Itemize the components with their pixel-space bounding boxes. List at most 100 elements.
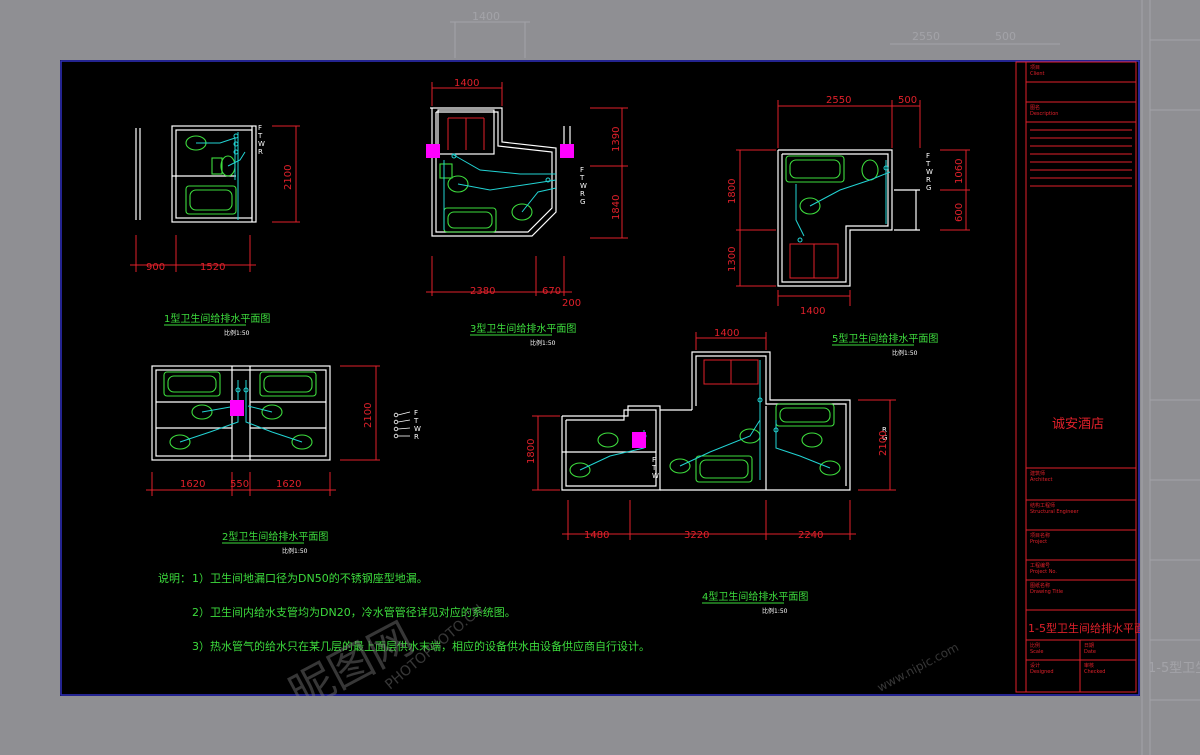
watermark-site: www.nipic.com [875,640,961,695]
riser-label-t: T [579,174,585,182]
tb-label-desc: Description [1030,111,1058,117]
plan5-scale: 比例1:50 [892,349,918,357]
plan-1: F T W R 2100 900 1520 1型卫生间给排水平面图 比例1:50 [130,124,300,337]
drawing-title: 1-5型卫生间给排水平面图 [1028,621,1140,635]
tb-label-checked: Checked [1084,669,1105,675]
plan-5: F T W R G 2550 500 1800 1060 600 1300 14… [727,95,970,357]
plan4-dim-2100: 2100 [878,431,889,456]
plan2-dim-1620-right: 1620 [276,479,301,490]
plan2-title: 2型卫生间给排水平面图 [222,530,328,543]
plan4-title: 4型卫生间给排水平面图 [702,590,808,603]
plan5-title: 5型卫生间给排水平面图 [832,332,938,345]
tb-label-projno-cn: 工程编号 [1030,562,1050,569]
ghost-title-fragment: 1-5型卫生 [1148,661,1200,676]
tb-label-projno: Project No. [1030,569,1057,575]
note-item-3: 3）热水管气的给水只在某几层的最上面层供水末端，相应的设备供水由设备供应商自行设… [192,639,650,653]
plan2-scale: 比例1:50 [282,547,308,555]
plan4-dim-3220: 3220 [684,530,709,541]
plan1-dim-1520: 1520 [200,262,225,273]
plan-2: F T W R 2100 1620 550 1620 2型卫生间给排水平面图 比… [146,365,421,555]
plan2-dim-1620-left: 1620 [180,479,205,490]
plan1-dim-900: 900 [146,262,165,273]
tb-label-date-cn: 日期 [1084,643,1094,649]
tb-label-scale: Scale [1030,649,1043,655]
plan4-dim-1400: 1400 [714,328,739,339]
plan3-dim-2380: 2380 [470,286,495,297]
riser-label-t: T [925,160,931,168]
plan4-scale: 比例1:50 [762,607,788,615]
plan5-dim-1800: 1800 [727,179,738,204]
cad-drawing-sheet: F T W R 2100 900 1520 1型卫生间给排水平面图 比例1:50 [60,60,1140,696]
plan-4: F T W R G 1400 1800 2100 1480 3220 2240 … [526,328,896,615]
plan4-dim-1480: 1480 [584,530,609,541]
riser-label-f: F [580,166,584,174]
riser-label-t: T [651,464,657,472]
plan4-dim-1800: 1800 [526,439,537,464]
notes-heading: 说明： [158,571,191,585]
plan3-dim-1390: 1390 [611,127,622,152]
tb-label-project: Project [1030,539,1047,545]
tb-label-architect-cn: 建筑师 [1030,470,1045,477]
plan2-dim-550: 550 [230,479,249,490]
riser-label-t: T [413,417,419,425]
plan4-dim-2240: 2240 [798,530,823,541]
tb-label-client-cn: 项目 [1030,65,1040,71]
title-block: 项目 Client 图名 Description 建筑师 Architect 结… [1015,61,1140,693]
tb-label-designed-cn: 设计 [1030,662,1040,669]
riser-label-r: R [926,176,931,184]
riser-label-f: F [652,456,656,464]
riser-label-f: F [414,409,418,417]
project-name: 诚安酒店 [1052,417,1104,432]
plan1-dim-2100: 2100 [283,165,294,190]
plan5-dim-600: 600 [954,203,965,222]
note-item-2: 2）卫生间内给水支管均为DN20，冷水管管径详见对应的系统图。 [192,605,516,619]
tb-label-desc-cn: 图名 [1030,104,1040,111]
plan3-scale: 比例1:50 [530,339,556,347]
riser-label-t: T [257,132,263,140]
ghost-dim-500: 500 [995,30,1016,43]
plan2-dim-2100: 2100 [363,403,374,428]
plan5-dim-1060: 1060 [954,159,965,184]
riser-label-g: G [580,198,585,206]
plan3-dim-670: 670 [542,286,561,297]
plan3-dim-1400: 1400 [454,78,479,89]
tb-label-checked-cn: 审核 [1084,662,1094,669]
plan5-dim-500: 500 [898,95,917,106]
tb-label-drawing: Drawing Title [1030,589,1063,595]
plan3-dim-1840: 1840 [611,195,622,220]
ghost-dim-2550: 2550 [912,30,940,43]
tb-label-client: Client [1030,71,1045,77]
riser-label-w: W [414,425,421,433]
plan5-dim-1400: 1400 [800,306,825,317]
plan5-dim-1300: 1300 [727,247,738,272]
riser-label-w: W [258,140,265,148]
ghost-dim-1400: 1400 [472,10,500,23]
note-item-1: 1）卫生间地漏口径为DN50的不锈钢座型地漏。 [192,571,428,585]
tb-label-structural-cn: 结构工程师 [1030,502,1055,509]
riser-label-f: F [926,152,930,160]
riser-label-g: G [926,184,931,192]
tb-label-structural: Structural Engineer [1030,509,1080,515]
tb-label-designed: Designed [1030,669,1054,675]
plan3-dim-200: 200 [562,298,581,309]
riser-label-r: R [580,190,585,198]
plan1-scale: 比例1:50 [224,329,250,337]
riser-label-r: R [882,426,887,434]
riser-label-r: R [258,148,263,156]
tb-label-drawing-cn: 图纸名称 [1030,582,1050,589]
riser-label-w: W [580,182,587,190]
drawing-canvas: F T W R 2100 900 1520 1型卫生间给排水平面图 比例1:50 [60,60,1140,696]
design-notes: 说明： 1）卫生间地漏口径为DN50的不锈钢座型地漏。 2）卫生间内给水支管均为… [158,571,650,653]
plan5-dim-2550: 2550 [826,95,851,106]
riser-label-g: G [882,434,887,442]
tb-label-architect: Architect [1030,477,1052,483]
riser-label-f: F [258,124,262,132]
tb-label-scale-cn: 比例 [1030,642,1040,649]
riser-label-w: W [652,472,659,480]
riser-label-r: R [414,433,419,441]
plan3-title: 3型卫生间给排水平面图 [470,322,576,335]
plan-3: F T W R G 1400 1390 1840 2380 670 200 3型… [426,78,628,347]
tb-label-project-cn: 项目名称 [1030,532,1050,539]
plan1-title: 1型卫生间给排水平面图 [164,312,270,325]
